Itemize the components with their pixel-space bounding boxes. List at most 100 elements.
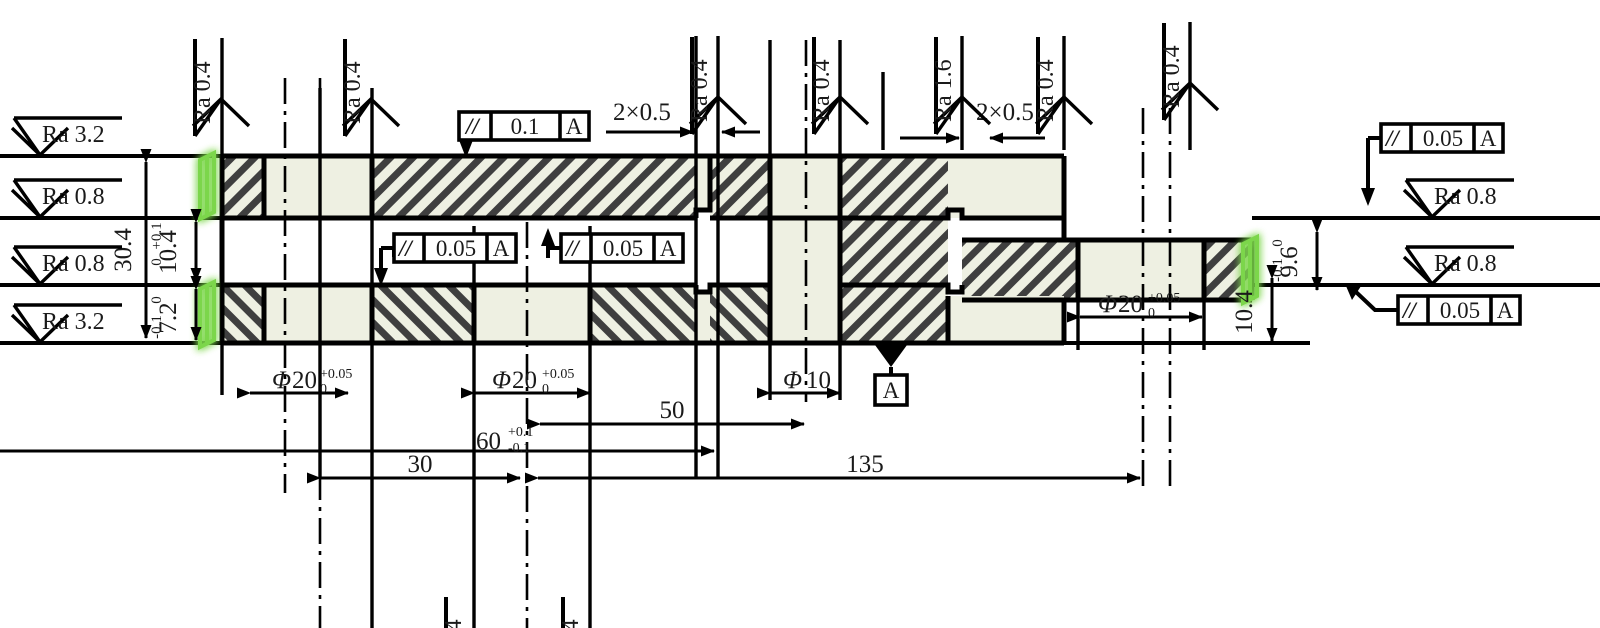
dim-10-4-upper: +0.1 [149,222,165,249]
section-hatch-l4 [710,285,770,343]
dia20-left-value: 20 [292,367,317,394]
ra-3-2-bottom-label: Ra 3.2 [42,309,105,335]
dim-10-4-right-label: 10.4 [1231,290,1258,334]
vertical-dimensions-left: 30.4 10.4 +0.1 0 7.2 0 -0.1 [110,149,202,341]
ra-0-4-t7-icon [1160,80,1220,121]
tol-1-frame [457,110,591,142]
ra-1-6-t5-label: Ra 1.6 [931,59,957,122]
tol-5-arrowhead [1346,283,1363,300]
section-plain-r1 [1078,240,1204,300]
linear-dimensions: 50 60 +0.1 -0.1 30 135 2×0.5 2×0.5 [0,99,1141,484]
ra-symbol-ra-3-2-top: Ra 3.2 [10,116,122,158]
ra-0-8-upper-label: Ra 0.8 [42,184,105,210]
dim-10-4-label: 10.4 [155,230,182,274]
datum-a-box [873,373,909,407]
tol-2-frame [392,232,518,264]
dim-60-upper: +0.1 [508,425,533,440]
ra-3-2-top-icon [10,116,122,158]
ra-symbol-ra-0-4-t2: Ra 0.4 [340,39,401,137]
ra-symbol-ra-0-4-b2: Ra 0.4 [558,597,584,628]
tol-5-frame [1396,294,1522,326]
ra-0-4-t4-icon [810,94,870,135]
dia20-mid-value: 20 [512,367,537,394]
surface-finish-top-group: Ra 0.4 Ra 0.4 Ra 0.4 Ra 0.4 [190,23,1220,137]
tol-4-symbol: // [1384,126,1401,151]
tol-3-arrowhead [541,228,555,246]
section-hatch-l3 [590,285,696,343]
ra-0-4-t4-label: Ra 0.4 [809,59,835,122]
section-plain-u4 [948,156,962,218]
section-plain-l3 [696,290,710,343]
dim-60-label: 60 [476,428,501,455]
ra-symbol-ra-3-2-bottom: Ra 3.2 [10,303,122,345]
tolerance-frame-parallelism-0-1-a: // 0.1 A [457,110,591,158]
ra-symbol-ra-0-4-t6: Ra 0.4 [1033,37,1094,135]
ra-0-4-t7-label: Ra 0.4 [1159,45,1185,108]
tol-5-datum: A [1497,298,1514,323]
dia10-prefix: Φ [783,367,802,394]
section-plain-u5 [962,156,1064,218]
tol-1-symbol: // [464,114,481,139]
datum-a-label: A [883,378,900,403]
tol-3-value: 0.05 [603,236,643,261]
dia20-left-prefix: Φ [272,367,291,394]
section-hatch-u1 [222,156,264,218]
highlight-chamfer-right [1241,233,1259,307]
section-plain-l1 [264,285,372,343]
ra-0-4-t6-icon [1034,94,1094,135]
outline-v-right [1075,240,1207,300]
tol-5-leader [1354,290,1398,312]
ra-0-8-lower-label: Ra 0.8 [42,251,105,277]
ra-symbol-ra-1-6-t5: Ra 1.6 [931,37,992,135]
ra-symbol-ra-0-8-lower: Ra 0.8 [10,245,122,287]
tol-3-datum: A [660,236,677,261]
ra-symbol-ra-0-4-t1: Ra 0.4 [190,39,251,137]
dia20-left-upper: +0.05 [320,367,352,382]
vertical-dimensions-right: 9.6 0 -0.1 10.4 [1231,219,1323,342]
section-plain-l2 [474,285,590,343]
dim-30-4-label: 30.4 [110,228,137,272]
section-plain-u1 [264,156,372,218]
section-plain-l5 [948,296,1064,343]
dim-50-label: 50 [660,397,685,424]
dia20-right-lower: 0 [1148,306,1155,321]
extension-lines [220,22,1206,628]
ra-0-8-right-lower-label: Ra 0.8 [1434,251,1497,277]
ra-0-4-t1-label: Ra 0.4 [190,61,216,124]
part-geometry [0,149,1600,351]
dim-9-6-label: 9.6 [1276,246,1303,277]
ra-0-8-upper-icon [10,178,122,220]
chamfer-right-label: 2×0.5 [976,99,1034,126]
dia20-left-lower: 0 [320,382,327,397]
tol-2-symbol: // [397,236,414,261]
tol-3-leader [546,246,561,258]
tol-4-value: 0.05 [1423,126,1463,151]
dim-135-label: 135 [846,451,884,478]
section-hatch-l2 [372,285,474,343]
ra-3-2-top-label: Ra 3.2 [42,122,105,148]
tol-1-datum: A [566,114,583,139]
dim-60-lower: -0.1 [508,441,530,456]
dim-10-4-lower: 0 [149,258,165,266]
ra-0-4-t3-icon [688,94,748,135]
ra-0-4-t2-icon [341,96,401,137]
ra-symbol-ra-0-8-right-upper: Ra 0.8 [1402,178,1514,220]
highlight-chamfer-bottom-left [198,278,216,351]
tolerance-frame-parallelism-0-05-a-2: // 0.05 A [541,228,685,264]
ra-symbol-ra-0-4-b1: Ra 0.4 [441,597,467,628]
ra-0-4-t6-label: Ra 0.4 [1033,59,1059,122]
dia20-mid-prefix: Φ [492,367,511,394]
surface-finish-bottom-group: Ra 0.4 Ra 0.4 [441,597,584,628]
tol-2-arrowhead [374,268,388,286]
section-hatch-u2 [372,156,696,218]
tol-2-value: 0.05 [436,236,476,261]
dim-7-2-upper: 0 [149,296,165,304]
tol-4-arrowhead [1361,188,1375,206]
outline-lower-step-2 [840,282,965,295]
ra-3-2-bottom-icon [10,303,122,345]
ra-0-4-b2-label: Ra 0.4 [558,619,584,628]
dim-7-2-label: 7.2 [155,302,182,333]
dia20-mid-lower: 0 [542,382,549,397]
